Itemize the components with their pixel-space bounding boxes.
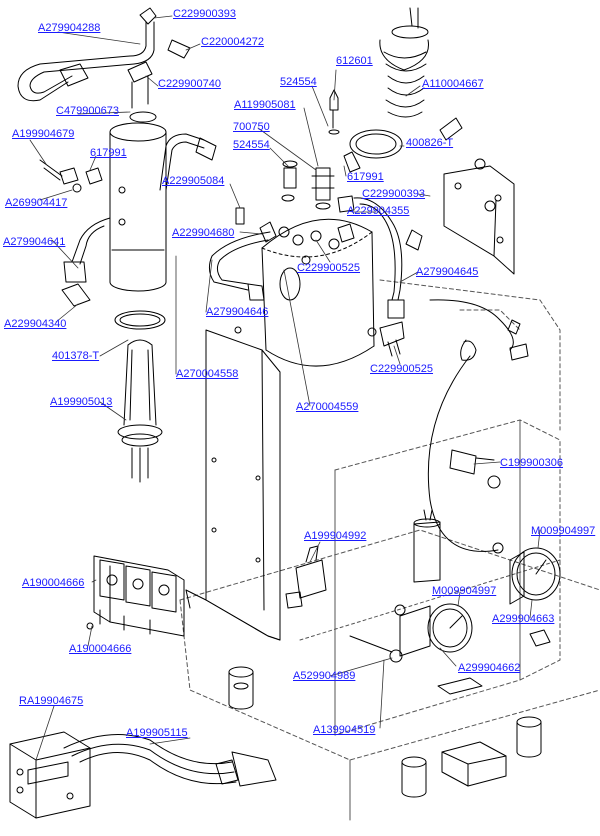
part-label[interactable]: A299904663 <box>492 613 555 625</box>
part-label[interactable]: C220004272 <box>201 36 265 48</box>
part-label[interactable]: A119905081 <box>234 99 296 111</box>
part-label[interactable]: C229900393 <box>173 8 237 20</box>
boiler-top-fittings <box>235 89 405 357</box>
part-label[interactable]: RA19904675 <box>19 695 84 707</box>
part-label[interactable]: A279904646 <box>206 306 269 318</box>
relay-block <box>86 555 185 637</box>
part-label[interactable]: C229900393 <box>362 188 426 200</box>
part-label[interactable]: 400826-T <box>406 137 454 149</box>
part-label[interactable]: A529904989 <box>293 670 356 682</box>
part-label[interactable]: 524554 <box>280 76 317 88</box>
part-label[interactable]: 612601 <box>336 55 373 67</box>
part-label[interactable]: A190004666 <box>69 643 132 655</box>
gauge-small <box>394 603 473 657</box>
pressure-switch <box>449 449 501 489</box>
leader-lines <box>29 15 541 761</box>
switch-part <box>285 545 327 609</box>
capacitor <box>413 509 441 583</box>
part-label[interactable]: A199904679 <box>12 128 75 140</box>
boiler-pipe <box>39 133 217 307</box>
pump-assembly <box>343 7 429 173</box>
right-bracket <box>439 117 515 275</box>
control-panel <box>9 731 277 819</box>
part-label[interactable]: A199904992 <box>304 530 367 542</box>
part-label[interactable]: C229900525 <box>297 262 361 274</box>
part-label[interactable]: C229900525 <box>370 363 434 375</box>
part-label[interactable]: 401378-T <box>52 350 100 362</box>
part-label[interactable]: A270004558 <box>176 368 239 380</box>
vertical-bracket <box>185 326 281 641</box>
heating-element <box>117 339 163 483</box>
part-label[interactable]: A270004559 <box>296 401 359 413</box>
part-label[interactable]: M009904997 <box>432 585 497 597</box>
part-label[interactable]: A229904340 <box>4 318 67 330</box>
top-pipe <box>17 7 191 109</box>
part-label[interactable]: A269904417 <box>5 197 68 209</box>
part-label[interactable]: A279904288 <box>38 22 101 34</box>
part-label[interactable]: 617991 <box>90 147 127 159</box>
part-label[interactable]: A190004666 <box>22 577 85 589</box>
main-boiler <box>261 218 375 367</box>
part-label[interactable]: A229905084 <box>162 175 225 187</box>
part-label[interactable]: A110004667 <box>422 78 484 90</box>
vertical-boiler <box>109 111 167 330</box>
part-label[interactable]: C229900740 <box>158 78 222 90</box>
gauge-large <box>492 542 561 605</box>
part-label[interactable]: A229904355 <box>347 205 410 217</box>
part-label[interactable]: A229904680 <box>172 227 235 239</box>
part-label[interactable]: A299904662 <box>458 662 521 674</box>
part-label[interactable]: A199905013 <box>50 396 113 408</box>
part-label[interactable]: A279904641 <box>3 236 66 248</box>
part-label[interactable]: M009904997 <box>531 525 596 537</box>
part-label[interactable]: C479900673 <box>56 105 120 117</box>
machine-frame <box>179 279 600 821</box>
part-label[interactable]: 617991 <box>347 171 384 183</box>
part-label[interactable]: C199900306 <box>500 457 564 469</box>
part-label[interactable]: 700750 <box>233 121 270 133</box>
part-label[interactable]: A199905115 <box>126 727 188 739</box>
part-label[interactable]: A139904519 <box>313 724 376 736</box>
part-label[interactable]: 524554 <box>233 139 270 151</box>
right-pipes <box>208 197 529 552</box>
bottom-parts <box>228 629 551 798</box>
part-label[interactable]: A279904645 <box>416 266 479 278</box>
